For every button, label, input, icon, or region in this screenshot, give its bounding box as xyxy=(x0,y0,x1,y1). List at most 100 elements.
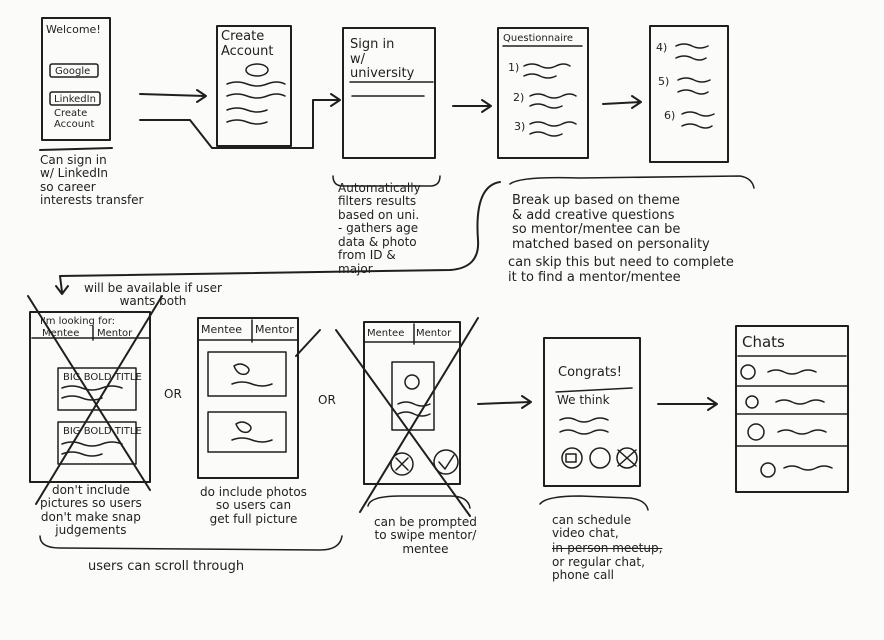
cross-out-2 xyxy=(335,317,479,517)
reject-button xyxy=(390,452,414,476)
note-swipe: can be prompted to swipe mentor/ mentee xyxy=(374,515,477,556)
photo-card-1 xyxy=(207,351,287,397)
questionnaire-title: Questionnaire xyxy=(503,33,574,44)
form-lines xyxy=(226,81,286,125)
congrats-title: Congrats! xyxy=(558,365,622,380)
screen-chats xyxy=(735,325,849,493)
tab-mentee-1[interactable]: Mentee xyxy=(42,328,80,339)
swipe-tabs xyxy=(363,323,461,345)
note-scroll: users can scroll through xyxy=(88,559,245,574)
question-1-label: 1) xyxy=(508,61,520,74)
card-title-1: BIG BOLD TITLE xyxy=(63,372,142,383)
arrow-down-row-2 xyxy=(55,181,501,295)
card-2 xyxy=(57,421,137,465)
screen-congrats xyxy=(543,337,641,487)
screen-photos xyxy=(197,317,299,479)
screen-swipe xyxy=(335,317,479,517)
profile-avatar xyxy=(404,374,420,390)
arrow-5 xyxy=(477,395,532,409)
question-4-label: 4) xyxy=(656,41,668,54)
question-2-label: 2) xyxy=(513,91,525,104)
check-icon xyxy=(438,454,455,470)
create-account-link[interactable]: Create Account xyxy=(54,108,95,131)
create-account-title: Create Account xyxy=(221,29,274,59)
photo-card-1-scribble xyxy=(231,363,273,387)
chat-preview-lines xyxy=(767,369,833,471)
chat-avatar-2 xyxy=(745,395,759,409)
chat-icon xyxy=(589,447,611,469)
cross-out-1 xyxy=(27,295,163,505)
or-label-1: OR xyxy=(164,387,182,401)
avatar-scribble xyxy=(245,63,269,77)
screen-questions-continued xyxy=(649,25,729,163)
question-5-label: 5) xyxy=(658,75,670,88)
meetup-crossed-icon xyxy=(617,449,637,467)
screen-create-account xyxy=(216,25,292,147)
linkedin-label[interactable]: LinkedIn xyxy=(54,94,96,105)
arrow-1 xyxy=(139,89,207,103)
note-questionnaire-skip: can skip this but need to complete it to… xyxy=(508,255,734,285)
photo-card-2-scribble xyxy=(231,421,273,443)
arrow-3 xyxy=(452,99,492,113)
meetup-icon xyxy=(616,447,638,469)
tab-mentor-3[interactable]: Mentor xyxy=(416,328,452,339)
bracket-schedule xyxy=(539,495,649,511)
note-linkedin: Can sign in w/ LinkedIn so career intere… xyxy=(40,153,144,208)
welcome-title: Welcome! xyxy=(46,23,101,36)
question-6-label: 6) xyxy=(664,109,676,122)
card-1 xyxy=(57,367,137,411)
we-think-text: We think xyxy=(557,393,610,407)
chat-avatar-1 xyxy=(740,364,756,380)
or-label-2: OR xyxy=(318,393,336,407)
congrats-underline xyxy=(555,387,633,393)
note-schedule: can schedule video chat, xyxy=(552,513,632,541)
note-questionnaire: Break up based on theme & add creative q… xyxy=(512,193,710,252)
chat-avatar-3 xyxy=(747,423,765,441)
camera-glyph xyxy=(565,453,577,463)
card-2-lines xyxy=(61,441,123,457)
photos-tabs xyxy=(197,319,299,343)
card-title-2: BIG BOLD TITLE xyxy=(63,426,142,437)
looking-for-tabs xyxy=(31,325,151,341)
bracket-questionnaire xyxy=(509,175,755,189)
google-label[interactable]: Google xyxy=(55,66,91,77)
note-include-photos: do include photos so users can get full … xyxy=(200,485,307,526)
profile-card xyxy=(391,361,435,431)
question-lines xyxy=(523,63,577,137)
bracket-scroll xyxy=(39,535,343,551)
chats-title: Chats xyxy=(742,333,785,351)
card-1-lines xyxy=(61,385,123,401)
bracket-swipe xyxy=(367,495,471,509)
arrow-2 xyxy=(139,93,341,149)
linkedin-button xyxy=(49,91,101,106)
arrow-6 xyxy=(657,397,718,411)
tab-mentor-2[interactable]: Mentor xyxy=(255,323,294,336)
arrow-4 xyxy=(602,95,642,109)
google-button xyxy=(49,63,99,78)
note-no-pictures: don't include pictures so users don't ma… xyxy=(40,483,142,538)
screen-looking-for xyxy=(27,295,163,505)
question-3-label: 3) xyxy=(514,120,526,133)
tab-mentee-2[interactable]: Mentee xyxy=(201,323,243,336)
photo-card-2 xyxy=(207,411,287,453)
bracket-university xyxy=(332,175,441,187)
accept-button xyxy=(433,449,459,475)
tab-mentor-1[interactable]: Mentor xyxy=(97,328,133,339)
chat-avatar-4 xyxy=(760,462,776,478)
note-university: Automatically filters results based on u… xyxy=(338,181,421,276)
sign-in-title: Sign in w/ university xyxy=(350,37,415,82)
screen-sign-in xyxy=(342,27,436,159)
x-icon xyxy=(395,457,409,471)
note-both: will be available if user wants both xyxy=(84,281,222,309)
screen-welcome xyxy=(41,17,111,141)
screen-questionnaire xyxy=(497,27,589,159)
chat-dividers xyxy=(735,385,849,447)
note-schedule-struck: in-person meetup, xyxy=(552,541,663,555)
looking-for-header: I'm looking for: xyxy=(40,316,116,327)
note-schedule-end: or regular chat, phone call xyxy=(552,555,645,583)
checkmark-stroke xyxy=(295,329,321,357)
video-call-icon xyxy=(561,447,583,469)
tab-mentee-3[interactable]: Mentee xyxy=(367,328,405,339)
